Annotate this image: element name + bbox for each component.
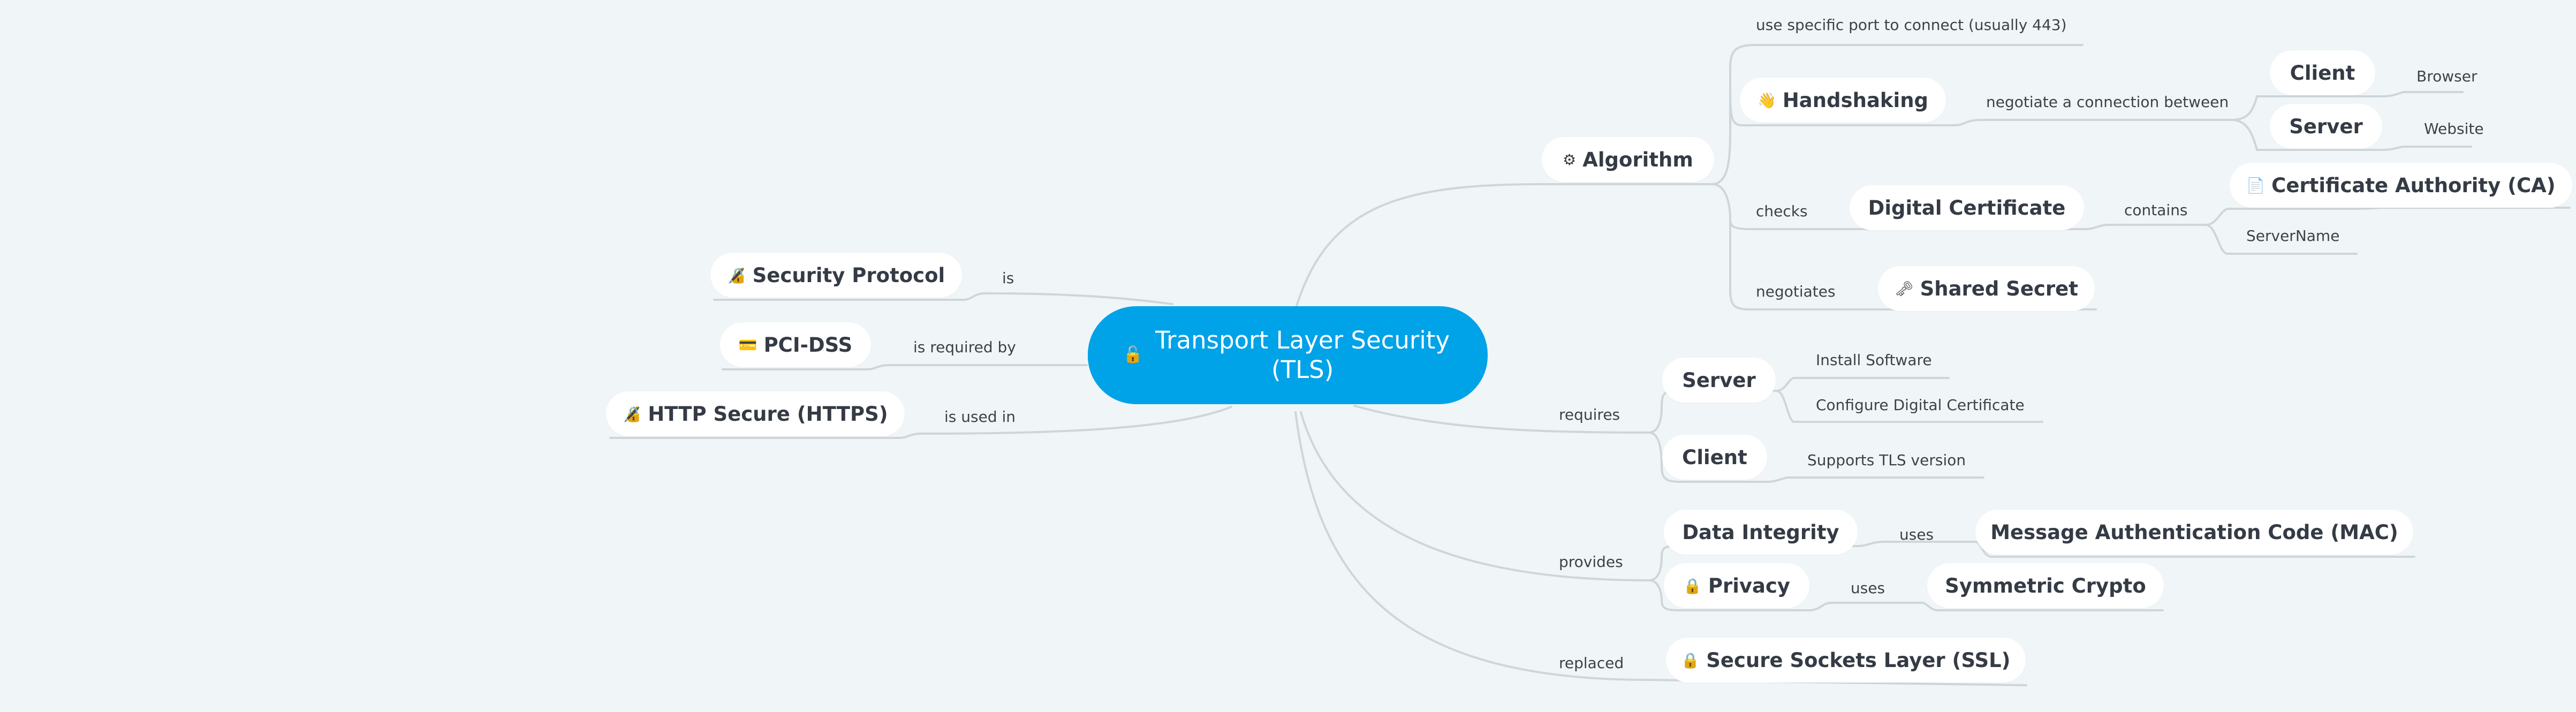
label-uses-sym: uses — [1851, 579, 1885, 597]
node-label: Secure Sockets Layer (SSL) — [1706, 648, 2011, 672]
lock-with-pen-icon: 🔏 — [727, 266, 746, 284]
node-ssl[interactable]: 🔒 Secure Sockets Layer (SSL) — [1666, 638, 2026, 683]
node-label: Server — [2289, 115, 2363, 138]
lock-icon: 🔒 — [1681, 651, 1700, 669]
label-port: use specific port to connect (usually 44… — [1756, 16, 2067, 34]
node-label: Data Integrity — [1682, 520, 1839, 544]
node-label: Client — [2290, 61, 2355, 85]
node-data-integrity[interactable]: Data Integrity — [1664, 510, 1858, 555]
node-mac[interactable]: Message Authentication Code (MAC) — [1975, 510, 2413, 555]
label-is-used-in: is used in — [944, 408, 1016, 426]
node-certificate-authority[interactable]: 📄 Certificate Authority (CA) — [2230, 163, 2572, 208]
root-node-tls[interactable]: 🔓 Transport Layer Security (TLS) — [1088, 306, 1488, 404]
label-website: Website — [2424, 120, 2484, 138]
node-label: Privacy — [1708, 574, 1791, 597]
node-algorithm[interactable]: ⚙ Algorithm — [1542, 137, 1714, 182]
node-label: Handshaking — [1782, 88, 1929, 112]
padlock-open-icon: 🔓 — [1123, 345, 1143, 365]
node-pci-dss[interactable]: 💳 PCI-DSS — [720, 322, 871, 367]
node-label: Client — [1682, 445, 1747, 469]
node-symmetric-crypto[interactable]: Symmetric Crypto — [1927, 563, 2164, 608]
label-requires: requires — [1559, 406, 1620, 423]
label-checks: checks — [1756, 202, 1808, 220]
node-server-top[interactable]: Server — [2270, 104, 2382, 149]
label-is-required-by: is required by — [913, 338, 1016, 356]
label-contains: contains — [2124, 201, 2188, 219]
label-browser: Browser — [2416, 67, 2477, 85]
lock-with-pen-icon: 🔏 — [623, 405, 642, 423]
node-https[interactable]: 🔏 HTTP Secure (HTTPS) — [606, 391, 905, 436]
node-label: Server — [1682, 368, 1756, 392]
label-server-name: ServerName — [2246, 227, 2340, 245]
key-icon: 🗝 — [1895, 279, 1914, 298]
label-negotiates: negotiates — [1756, 283, 1836, 300]
label-supports-tls: Supports TLS version — [1807, 451, 1966, 469]
node-security-protocol[interactable]: 🔏 Security Protocol — [710, 253, 962, 298]
credit-card-icon: 💳 — [738, 336, 757, 354]
node-privacy[interactable]: 🔒 Privacy — [1664, 563, 1809, 608]
document-icon: 📄 — [2246, 176, 2266, 194]
node-label: Symmetric Crypto — [1945, 574, 2146, 597]
lock-icon: 🔒 — [1683, 577, 1702, 595]
node-label: Security Protocol — [752, 263, 945, 287]
label-install-software: Install Software — [1816, 351, 1932, 369]
node-label: Digital Certificate — [1868, 196, 2066, 219]
gear-icon: ⚙ — [1563, 150, 1577, 169]
node-label: HTTP Secure (HTTPS) — [648, 402, 888, 426]
node-digital-certificate[interactable]: Digital Certificate — [1850, 185, 2084, 230]
node-label: Certificate Authority (CA) — [2271, 173, 2556, 197]
node-handshaking[interactable]: 👋 Handshaking — [1740, 78, 1946, 123]
node-shared-secret[interactable]: 🗝 Shared Secret — [1878, 266, 2095, 311]
label-provides: provides — [1559, 553, 1623, 571]
node-label: Shared Secret — [1920, 277, 2078, 300]
node-label: Message Authentication Code (MAC) — [1990, 520, 2398, 544]
label-uses-mac: uses — [1899, 526, 1934, 543]
node-label: Algorithm — [1582, 148, 1693, 171]
node-client-requires[interactable]: Client — [1662, 435, 1767, 480]
node-client-top[interactable]: Client — [2270, 50, 2375, 95]
label-replaced: replaced — [1559, 654, 1624, 672]
label-configure-cert: Configure Digital Certificate — [1816, 396, 2025, 414]
label-is: is — [1002, 269, 1014, 287]
node-server-requires[interactable]: Server — [1662, 358, 1776, 403]
label-negotiate: negotiate a connection between — [1986, 93, 2229, 111]
node-label: PCI-DSS — [763, 333, 853, 357]
root-title: Transport Layer Security (TLS) — [1155, 325, 1450, 384]
waving-hand-icon: 👋 — [1757, 91, 1776, 109]
